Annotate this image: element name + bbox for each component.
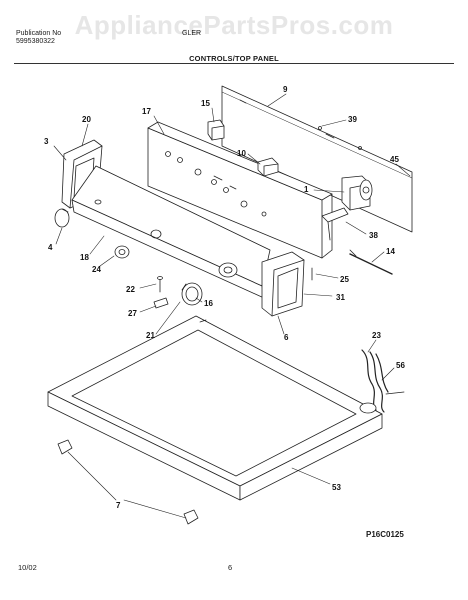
callout-56: 56 bbox=[396, 361, 405, 370]
right-end-cap bbox=[261, 251, 305, 317]
callout-7: 7 bbox=[116, 501, 121, 510]
push-switch bbox=[257, 157, 279, 177]
mounting-bracket bbox=[321, 207, 349, 241]
console-front bbox=[71, 165, 271, 299]
callout-14: 14 bbox=[386, 247, 395, 256]
callout-25: 25 bbox=[340, 275, 349, 284]
callout-6: 6 bbox=[284, 333, 289, 342]
callout-20: 20 bbox=[82, 115, 91, 124]
diagram-code: P16C0125 bbox=[366, 530, 404, 539]
clip bbox=[153, 297, 169, 309]
callout-27: 27 bbox=[128, 309, 137, 318]
top-panel bbox=[47, 315, 383, 501]
callout-4: 4 bbox=[48, 243, 53, 252]
callout-10: 10 bbox=[237, 149, 246, 158]
footer-date: 10/02 bbox=[18, 563, 37, 572]
callout-22: 22 bbox=[126, 285, 135, 294]
callout-53: 53 bbox=[332, 483, 341, 492]
callout-39: 39 bbox=[348, 115, 357, 124]
callout-numbers: 9 15 17 20 39 3 10 45 1 38 14 4 18 24 25… bbox=[44, 85, 405, 510]
selector-switch bbox=[207, 119, 225, 141]
callout-17: 17 bbox=[142, 107, 151, 116]
rod bbox=[349, 249, 393, 275]
knob-bushing bbox=[114, 245, 130, 259]
knob-left bbox=[54, 208, 70, 228]
callout-38: 38 bbox=[369, 231, 378, 240]
publication-number: 5995380322 bbox=[16, 38, 55, 45]
callout-31: 31 bbox=[336, 293, 345, 302]
callout-1: 1 bbox=[304, 185, 309, 194]
control-knob bbox=[181, 282, 203, 306]
page-title: CONTROLS/TOP PANEL bbox=[189, 54, 279, 63]
header-divider bbox=[14, 63, 454, 64]
callout-24: 24 bbox=[92, 265, 101, 274]
model-number: GLER bbox=[182, 30, 202, 37]
callout-21: 21 bbox=[146, 331, 155, 340]
footer-page-number: 6 bbox=[228, 563, 233, 572]
callout-16: 16 bbox=[204, 299, 213, 308]
callout-18: 18 bbox=[80, 253, 89, 262]
screw bbox=[157, 276, 163, 293]
callout-45: 45 bbox=[390, 155, 399, 164]
callout-23: 23 bbox=[372, 331, 381, 340]
timer-assembly bbox=[341, 175, 373, 211]
callout-15: 15 bbox=[201, 99, 210, 108]
publication-label: Publication No bbox=[16, 30, 62, 37]
leveling-leg bbox=[57, 439, 199, 525]
wire-harness bbox=[359, 349, 405, 414]
callout-9: 9 bbox=[283, 85, 288, 94]
callout-3: 3 bbox=[44, 137, 49, 146]
leader-lines bbox=[53, 93, 411, 519]
